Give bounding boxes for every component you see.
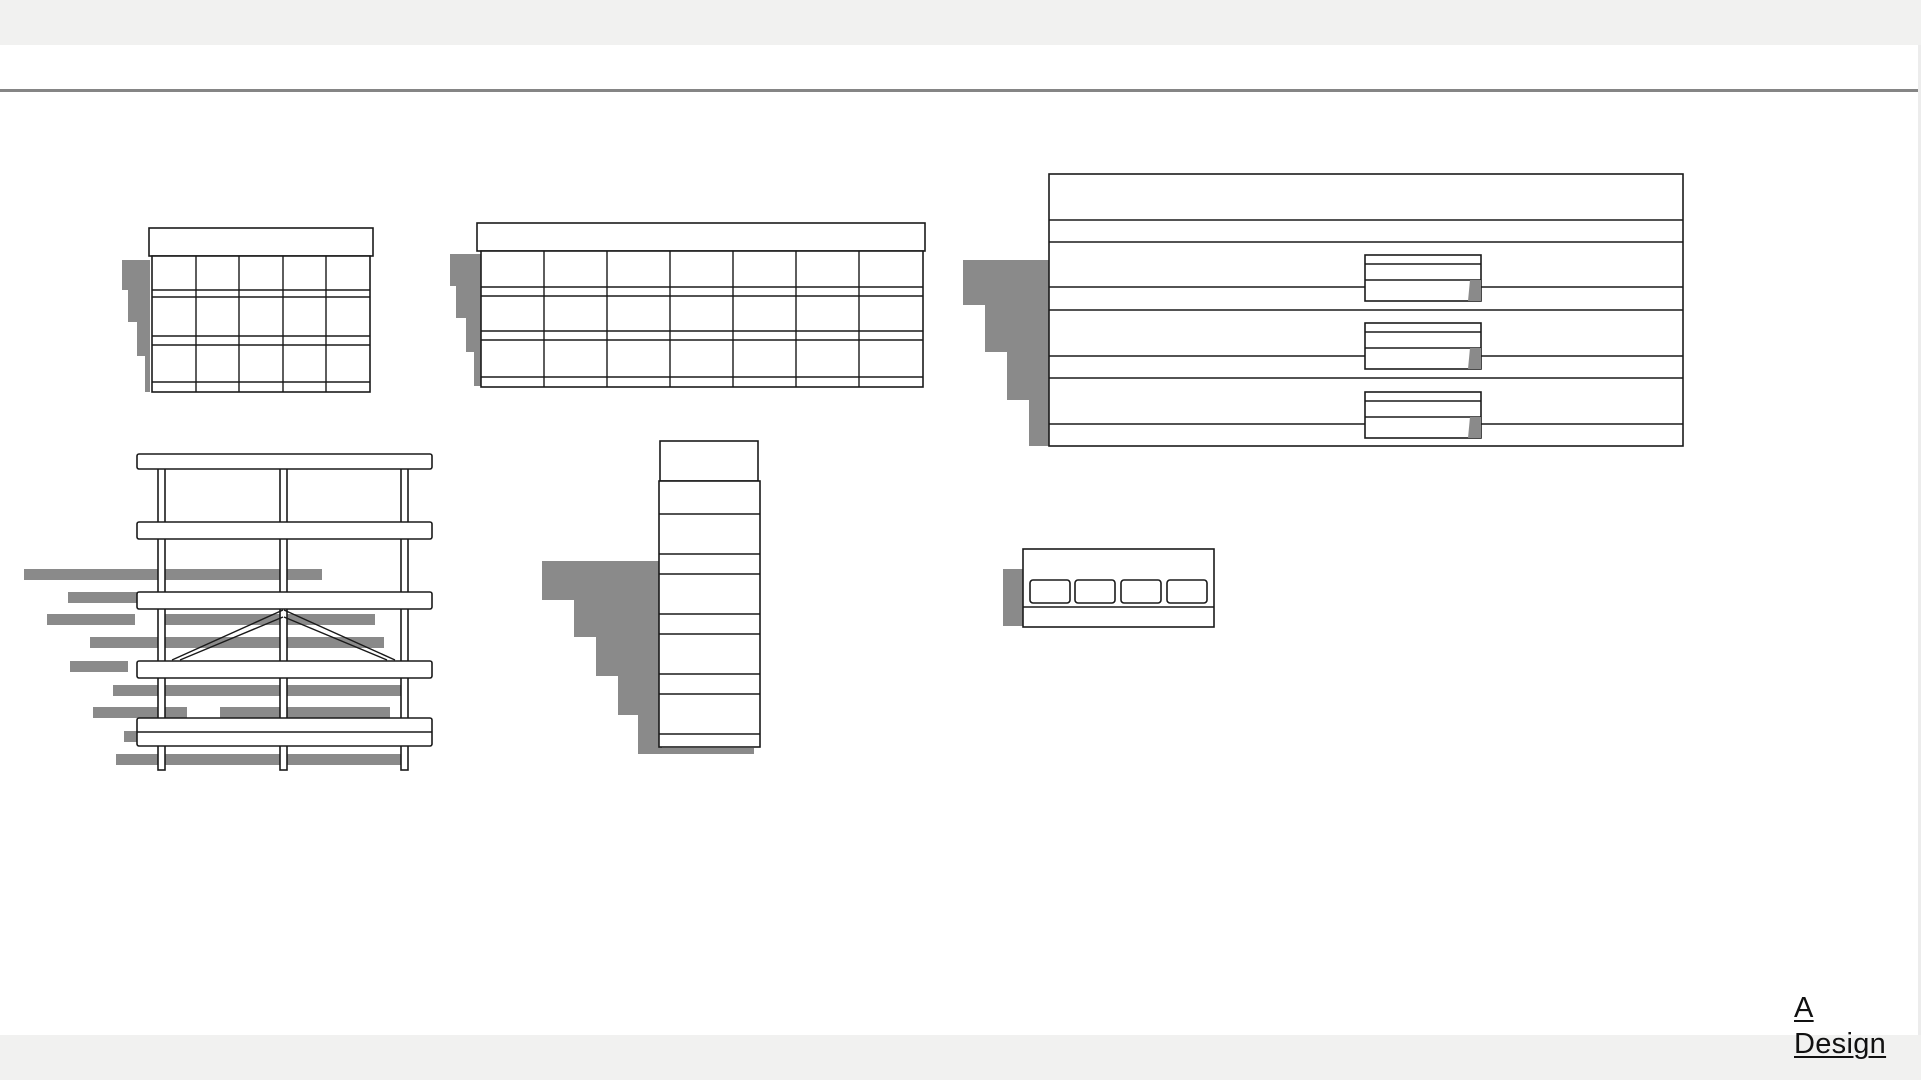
drawer-handle <box>1364 322 1482 370</box>
logo-line-1: A <box>1794 992 1814 1024</box>
grid-cabinet-small <box>118 227 374 393</box>
bottom-band <box>0 1035 1921 1080</box>
page-edge <box>1918 45 1921 1035</box>
open-shelving-unit <box>24 453 433 771</box>
drawer-handle <box>1364 391 1482 439</box>
compartment-cabinet-small <box>1003 548 1215 628</box>
brand-logo[interactable]: A Design <box>1794 990 1886 1062</box>
grid-cabinet-long <box>446 222 926 388</box>
drawer-cabinet-large <box>963 173 1684 447</box>
top-band <box>0 0 1921 45</box>
tall-narrow-cabinet <box>542 440 761 754</box>
logo-line-2: Design <box>1794 1028 1887 1060</box>
header-rule <box>0 89 1921 92</box>
drawer-handle <box>1364 254 1482 302</box>
